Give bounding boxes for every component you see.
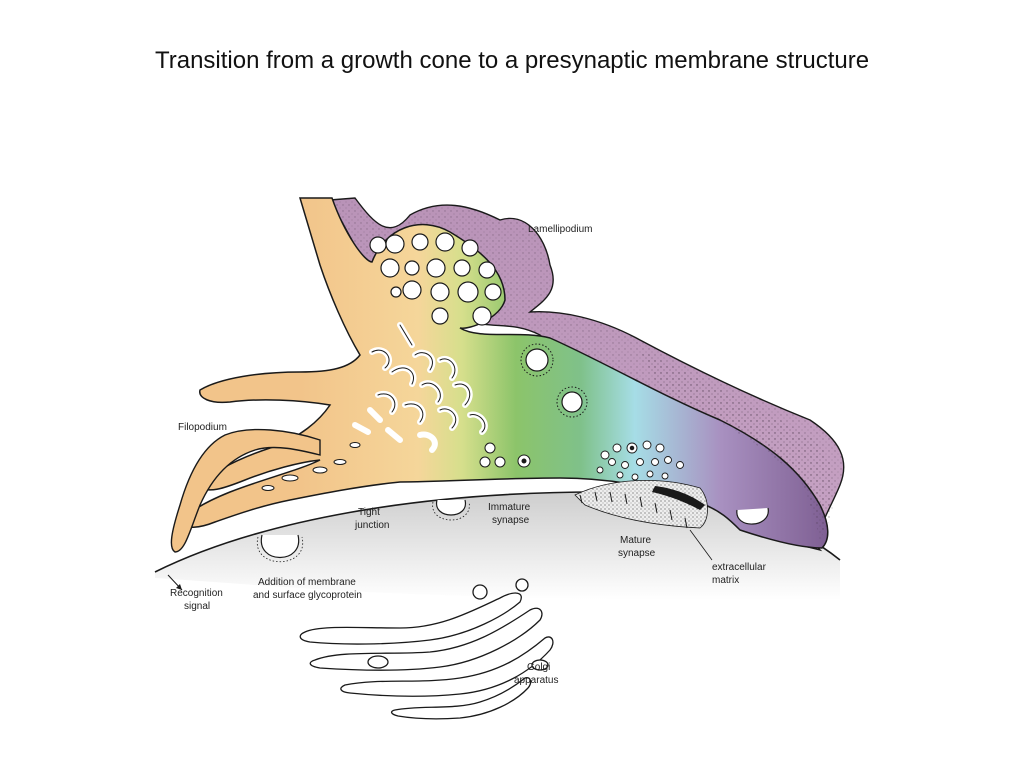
immature-synapse-pit	[736, 507, 769, 525]
label-addition-membrane-2: and surface glycoprotein	[253, 590, 362, 601]
vesicles-green-lower	[479, 442, 531, 468]
label-mature-synapse-1: Mature	[620, 535, 652, 546]
label-tight-junction-1: Tight	[358, 507, 380, 518]
adhesion-ticks	[579, 491, 688, 529]
filopodium	[170, 428, 321, 553]
membrane-addition-vesicle	[256, 534, 304, 563]
active-zone	[652, 486, 705, 510]
filopodium-vesicles	[261, 442, 361, 491]
label-extracellular-matrix-1: extracellular	[712, 562, 767, 573]
label-filopodium: Filopodium	[178, 422, 227, 433]
label-mature-synapse-2: synapse	[618, 548, 656, 559]
label-golgi-1: Golgi	[527, 662, 550, 673]
label-recognition-signal-1: Recognition	[170, 588, 223, 599]
label-tight-junction-2: junction	[354, 520, 389, 531]
recognition-arrow	[167, 574, 183, 591]
golgi-apparatus	[299, 578, 554, 720]
coated-vesicle-middle	[556, 386, 588, 418]
smooth-er-tubule-outlines	[371, 324, 486, 433]
label-recognition-signal-2: signal	[184, 601, 210, 612]
label-immature-synapse-1: Immature	[488, 502, 531, 513]
label-golgi-2: apparatus	[514, 675, 558, 686]
label-lamellipodium: Lamellipodium	[528, 224, 592, 235]
membrane-stipple-purple	[640, 350, 835, 540]
label-immature-synapse-2: synapse	[492, 515, 530, 526]
synaptic-vesicles-upper	[369, 232, 502, 326]
leader-extracellular-matrix	[689, 529, 713, 561]
vesicle-cluster-presynaptic	[596, 440, 684, 481]
slide-title: Transition from a growth cone to a presy…	[154, 47, 870, 74]
label-extracellular-matrix-2: matrix	[712, 575, 739, 586]
label-addition-membrane-1: Addition of membrane	[258, 577, 356, 588]
coated-vesicle-top	[520, 343, 554, 377]
tight-junction-pit	[432, 499, 470, 521]
